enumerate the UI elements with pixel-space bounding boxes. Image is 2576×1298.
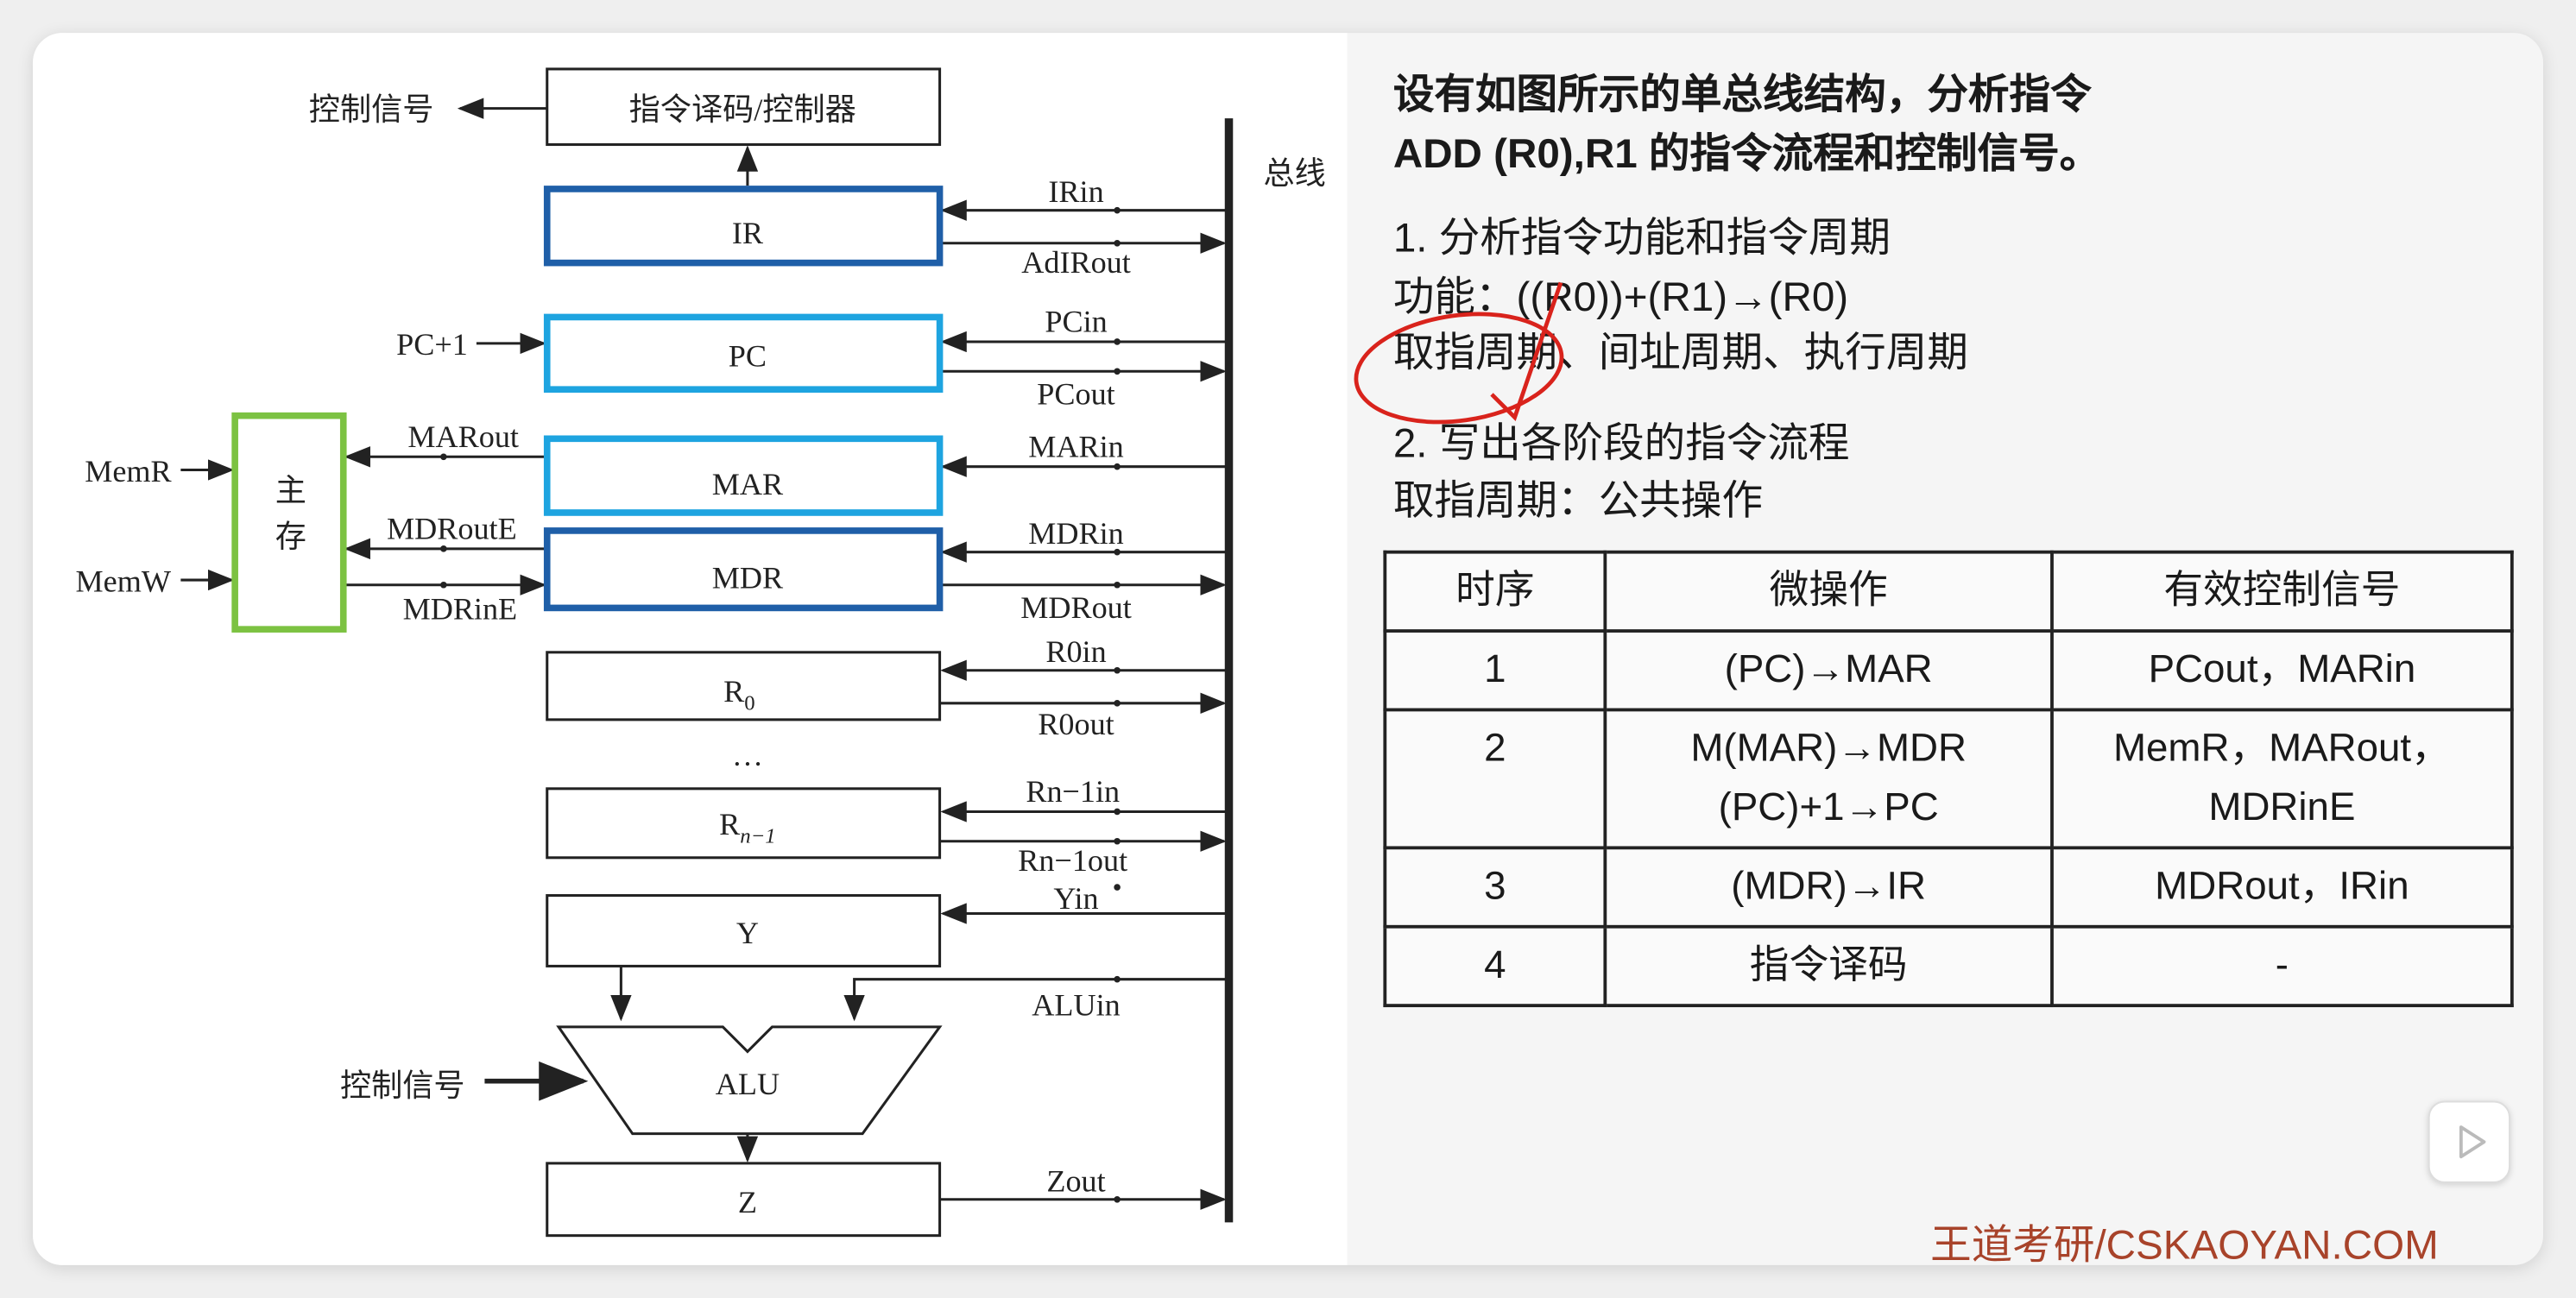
play-icon [2459,1125,2486,1159]
video-play-button[interactable] [2428,1100,2510,1183]
mdrout-label: MDRout [1020,590,1132,625]
r0in-label: R0in [1045,634,1106,669]
signal-cell: MDRout，IRin [2050,846,2514,929]
seq-cell: 2 [1383,708,1607,850]
signal-cell: PCout，MARin [2050,629,2514,712]
marin-label: MARin [1028,429,1123,463]
aluin-label: ALUin [1032,988,1120,1023]
r0-label: R0 [723,674,754,715]
micro-op-cell: 指令译码 [1603,924,2054,1008]
pc-label: PC [729,339,767,374]
rn1out-label: Rn−1out [1018,843,1127,878]
mdroute-label: MDRoutE [387,511,517,545]
z-label: Z [738,1185,757,1219]
mdr-label: MDR [712,561,784,595]
pcin-label: PCin [1045,305,1107,339]
mar-label: MAR [712,467,784,501]
column-header: 有效控制信号 [2050,550,2514,633]
step-1-heading: 1. 分析指令功能和指令周期 [1392,215,1891,261]
y-label: Y [736,916,759,950]
signal-cell: MemR，MARout， MDRinE [2050,708,2514,850]
signal-line: MemR，MARout， [2112,726,2451,771]
z-register-box [546,1162,942,1238]
memr-label: MemR [85,454,172,488]
single-bus-diagram: 控制信号 指令译码/控制器 总线 IR IRin AdIRout PC PCin… [33,33,1348,1265]
mdrine-label: MDRinE [403,592,518,627]
irin-label: IRin [1048,174,1103,209]
micro-op-cell: (PC)→MAR [1603,629,2054,712]
fetch-cycle-label: 取指周期：公共操作 [1392,478,1764,525]
slide-card: 控制信号 指令译码/控制器 总线 IR IRin AdIRout PC PCin… [33,33,2543,1265]
signal-line: MDRinE [2208,785,2356,830]
rn1-label: Rn−1 [719,807,776,848]
bus-label: 总线 [1263,156,1325,191]
bus-diagram-svg: 控制信号 指令译码/控制器 总线 IR IRin AdIRout PC PCin… [76,67,1326,1238]
rn1-register-box [546,787,942,860]
memory-label-2: 存 [275,520,306,554]
control-signal-label: 控制信号 [309,92,434,127]
r0-register-box [546,651,942,721]
alu-label: ALU [716,1067,780,1101]
r0out-label: R0out [1038,707,1114,741]
table-header-row: 时序 微操作 有效控制信号 [1383,550,2514,633]
ir-register-box [543,186,944,267]
micro-op-line: (PC)+1→PC [1718,785,1939,830]
y-register-box [546,894,942,967]
signal-cell: - [2050,924,2514,1008]
step-2-heading: 2. 写出各阶段的指令流程 [1392,420,1850,467]
micro-op-cell: M(MAR)→MDR (PC)+1→PC [1603,708,2054,850]
seq-cell: 1 [1383,629,1607,712]
memw-label: MemW [76,564,172,598]
seq-cell: 4 [1383,924,1607,1008]
micro-op-line: M(MAR)→MDR [1690,726,1967,771]
mar-register-box [543,435,944,516]
question-line-2: ADD (R0),R1 的指令流程和控制信号。 [1392,131,2101,178]
yin-label: Yin [1053,881,1098,916]
column-header: 微操作 [1603,550,2054,633]
decoder-label: 指令译码/控制器 [629,92,856,127]
column-header: 时序 [1383,550,1607,633]
rn1in-label: Rn−1in [1026,774,1120,809]
table-row: 2 M(MAR)→MDR (PC)+1→PC MemR，MARout， MDRinE [1383,708,2514,850]
memory-label-1: 主 [275,474,306,508]
table-row: 1 (PC)→MAR PCout，MARin [1383,629,2514,712]
micro-op-table: 时序 微操作 有效控制信号 1 (PC)→MAR PCout，MARin 2 M… [1383,550,2514,1008]
micro-op-cell: (MDR)→IR [1603,846,2054,929]
adirout-label: AdIRout [1021,245,1131,280]
pcout-label: PCout [1037,376,1114,411]
table-row: 3 (MDR)→IR MDRout，IRin [1383,846,2514,929]
pc-plus-1-label: PC+1 [396,327,468,362]
watermark: 王道考研/CSKAOYAN.COM [1930,1222,2439,1265]
alu-shape [556,1025,943,1136]
table-row: 4 指令译码 - [1383,924,2514,1008]
question-line-1: 设有如图所示的单总线结构，分析指令 [1392,72,2092,119]
mdr-register-box [543,527,944,612]
mdrin-label: MDRin [1028,516,1123,551]
ellipsis: … [732,738,763,772]
red-annotation-circle-check [1354,281,1564,425]
zout-label: Zout [1046,1163,1105,1198]
main-memory-box [231,412,347,633]
seq-cell: 3 [1383,846,1607,929]
instruction-cycles: 取指周期、间址周期、执行周期 [1392,330,1968,376]
marout-label: MARout [407,419,519,454]
decoder-box [546,67,942,147]
pc-register-box [543,313,944,394]
alu-control-signal-label: 控制信号 [340,1068,465,1103]
ir-label: IR [732,216,764,250]
